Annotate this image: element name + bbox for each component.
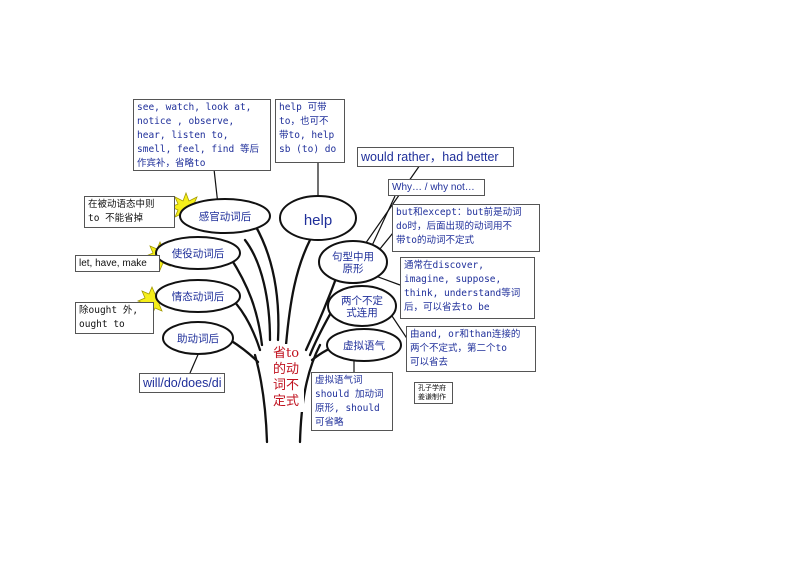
trunk-left	[253, 353, 269, 444]
oval-label: 句型中用原形	[332, 250, 374, 275]
subjunctive-note-box: 虚拟语气词 should 加动词 原形, should 可省略	[311, 372, 393, 431]
oval-label: 使役动词后	[172, 247, 225, 260]
passive-note-box: 在被动语态中则 to 不能省掉	[84, 196, 175, 228]
oval-qing-tai	[155, 279, 241, 313]
oval-label: 情态动词后	[172, 290, 225, 303]
oval-label: 感官动词后	[199, 210, 252, 223]
center-title: 省to 的动 词不 定式	[268, 344, 304, 412]
branch-zhu-dong	[228, 338, 260, 364]
branch-help	[284, 238, 312, 347]
connector-would-rather	[362, 164, 421, 248]
modal-note-box: 除ought 外, ought to	[75, 302, 154, 334]
oval-label: 两个不定式连用	[341, 294, 383, 319]
connector-and-or-than	[389, 312, 409, 341]
discover-note-box: 通常在discover, imagine, suppose, think, un…	[400, 257, 535, 319]
causative-verbs-box: let, have, make	[75, 255, 160, 272]
perception-verbs-box: see, watch, look at, notice , observe, h…	[133, 99, 271, 171]
oval-gan-guan	[179, 198, 271, 234]
connector-why-not	[369, 195, 396, 251]
branch-gan-guan	[253, 223, 280, 342]
would-rather-box: would rather，had better	[357, 147, 514, 167]
oval-xu-ni	[326, 328, 402, 362]
auxiliaries-box: will/do/does/di	[139, 373, 225, 393]
trunk-right	[298, 343, 322, 444]
branch-shi-yi-a	[228, 255, 264, 347]
oval-help	[279, 195, 357, 241]
help-note-box: help 可带 to，也可不 带to, help sb (to) do	[275, 99, 345, 163]
oval-ju-xing	[318, 240, 388, 284]
oval-label: 虚拟语气	[343, 339, 385, 352]
branch-shi-yi-b	[243, 238, 272, 342]
why-not-box: Why… / why not…	[388, 179, 485, 196]
oval-liang-ge	[327, 285, 397, 327]
but-except-box: but和except：but前是动词 do时，后面出现的动词用不 带to的动词不…	[392, 204, 540, 252]
and-or-than-box: 由and, or和than连接的 两个不定式，第二个to 可以省去	[406, 326, 536, 372]
oval-label: help	[304, 212, 332, 229]
oval-shi-yi	[155, 236, 241, 270]
credit-box: 孔子学府 姜谦制作	[414, 382, 453, 404]
oval-label: 助动词后	[177, 332, 219, 345]
oval-zhu-dong	[162, 321, 234, 355]
